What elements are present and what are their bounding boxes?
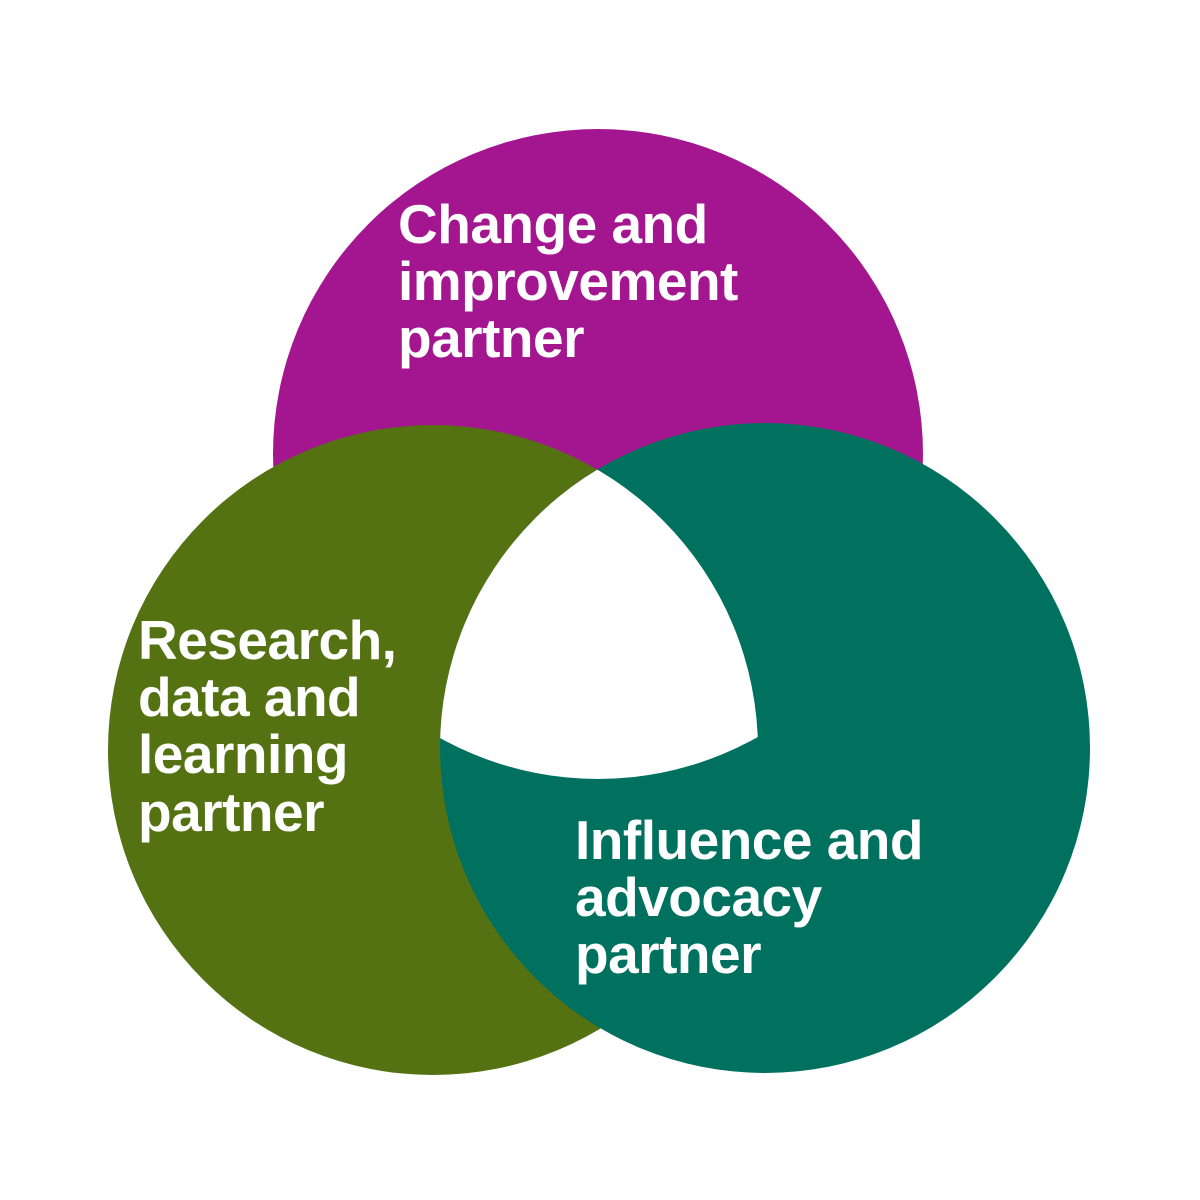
influence-and-advocacy-circle-shape[interactable] [440,423,1090,1073]
